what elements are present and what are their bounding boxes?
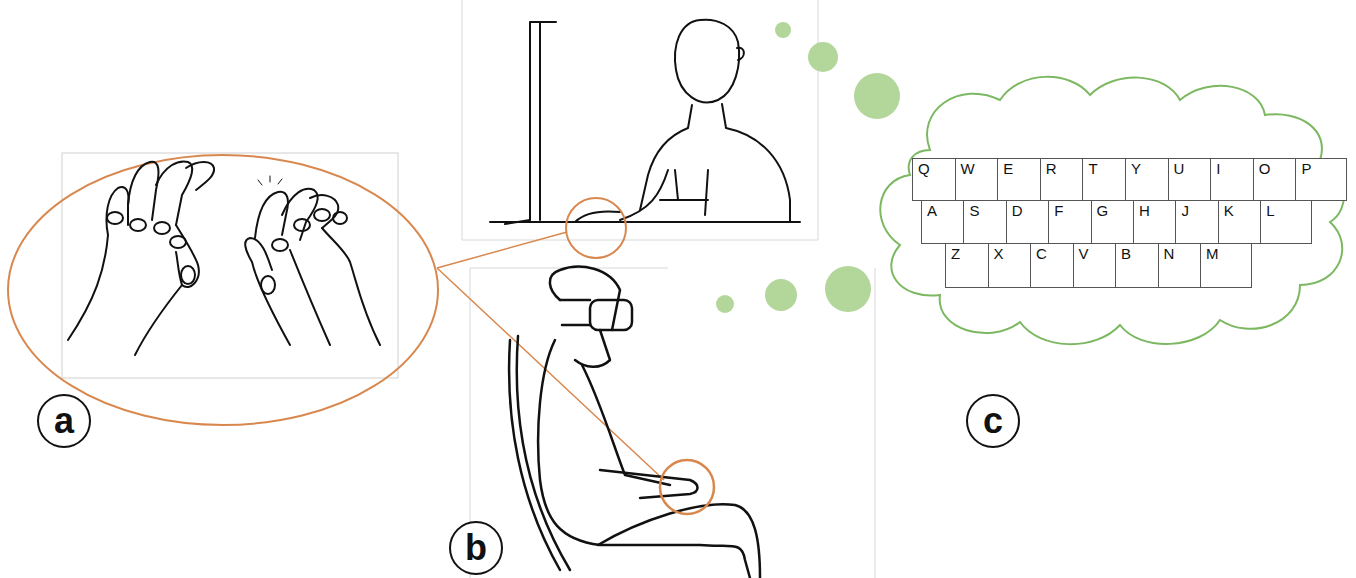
keyboard-key: P (1295, 158, 1347, 201)
panel-label-circle: c (966, 394, 1020, 448)
key-letter: P (1296, 159, 1346, 177)
keyboard-key: M (1200, 243, 1252, 288)
key-letter: M (1201, 244, 1251, 262)
panel-label-circle: b (449, 521, 503, 575)
panel-letter: c (983, 403, 1003, 439)
panel-letter: a (54, 403, 74, 439)
panel-letter: b (465, 530, 487, 566)
key-letter: L (1261, 201, 1311, 219)
keyboard-key: L (1260, 200, 1312, 244)
panel-label-circle: a (37, 394, 91, 448)
